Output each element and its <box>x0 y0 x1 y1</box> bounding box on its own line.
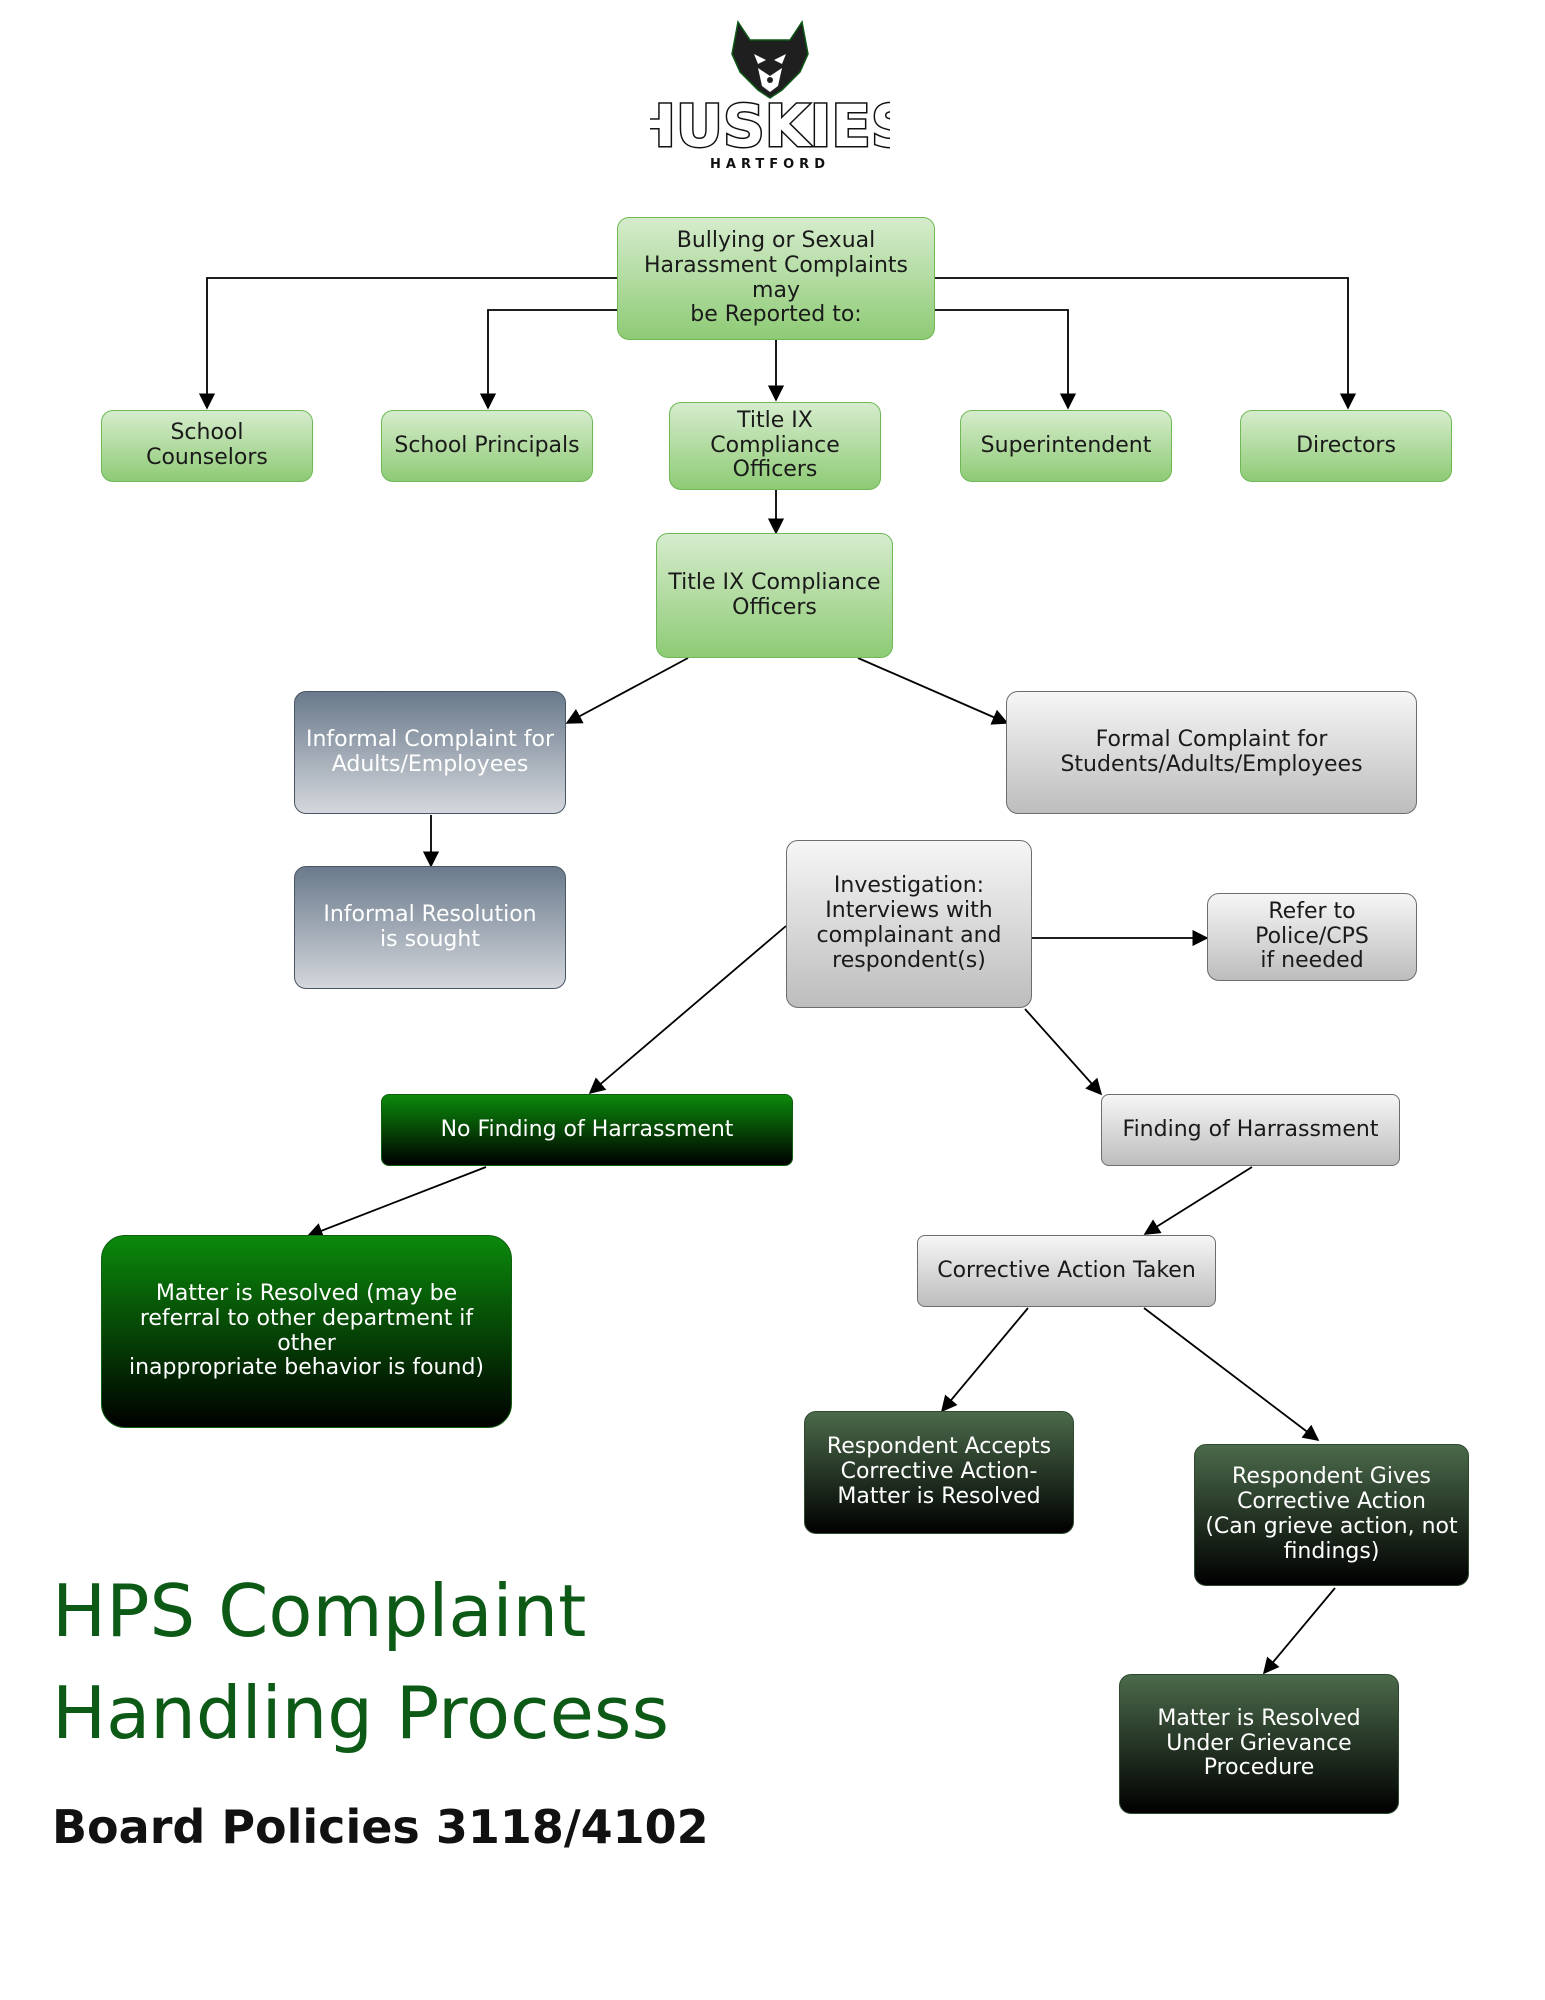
logo-wordmark: HUSKIES <box>650 92 890 160</box>
finding-node: Finding of Harrassment <box>1101 1094 1400 1166</box>
refer-police-node: Refer to Police/CPS if needed <box>1207 893 1417 981</box>
school-counselors-node: School Counselors <box>101 410 313 482</box>
informal-complaint-node: Informal Complaint for Adults/Employees <box>294 691 566 814</box>
arrow-to-counselors <box>198 277 617 410</box>
arrow-to-formal-complaint <box>857 657 1009 725</box>
matter-resolved-node: Matter is Resolved (may be referral to o… <box>101 1235 512 1428</box>
arrow-to-grieves <box>1143 1307 1320 1441</box>
arrow-to-finding <box>1024 1008 1103 1096</box>
arrow-to-superintendent <box>935 309 1077 410</box>
arrow-to-informal-complaint <box>565 657 689 724</box>
title-ix-officers-node: Title IX Compliance Officers <box>656 533 893 658</box>
page-subtitle: Board Policies 3118/4102 <box>52 1800 709 1854</box>
respondent-grieves-node: Respondent Gives Corrective Action (Can … <box>1194 1444 1469 1586</box>
arrow-to-accepts <box>940 1307 1029 1413</box>
title-ix-officers-small-node: Title IX Compliance Officers <box>669 402 881 490</box>
school-principals-node: School Principals <box>381 410 593 482</box>
arrow-to-no-finding <box>588 925 787 1095</box>
husky-head-icon: HUSKIES HARTFORD <box>626 20 914 172</box>
respondent-accepts-node: Respondent Accepts Corrective Action- Ma… <box>804 1411 1074 1534</box>
huskies-logo: HUSKIES HARTFORD <box>626 14 914 174</box>
directors-node: Directors <box>1240 410 1452 482</box>
formal-complaint-node: Formal Complaint for Students/Adults/Emp… <box>1006 691 1417 814</box>
investigation-node: Investigation: Interviews with complaina… <box>786 840 1032 1008</box>
page-title: HPS Complaint Handling Process <box>52 1569 669 1755</box>
arrow-to-directors <box>935 277 1357 410</box>
logo-location: HARTFORD <box>710 157 830 172</box>
grievance-resolved-node: Matter is Resolved Under Grievance Proce… <box>1119 1674 1399 1814</box>
arrow-to-corrective-action <box>1143 1166 1253 1235</box>
arrow-to-principals <box>479 309 617 410</box>
informal-resolution-node: Informal Resolution is sought <box>294 866 566 989</box>
superintendent-node: Superintendent <box>960 410 1172 482</box>
arrow-to-matter-resolved <box>306 1166 487 1239</box>
no-finding-node: No Finding of Harrassment <box>381 1094 793 1166</box>
arrow-to-grievance-resolved <box>1262 1587 1336 1675</box>
reporting-node: Bullying or Sexual Harassment Complaints… <box>617 217 935 340</box>
corrective-action-node: Corrective Action Taken <box>917 1235 1216 1307</box>
